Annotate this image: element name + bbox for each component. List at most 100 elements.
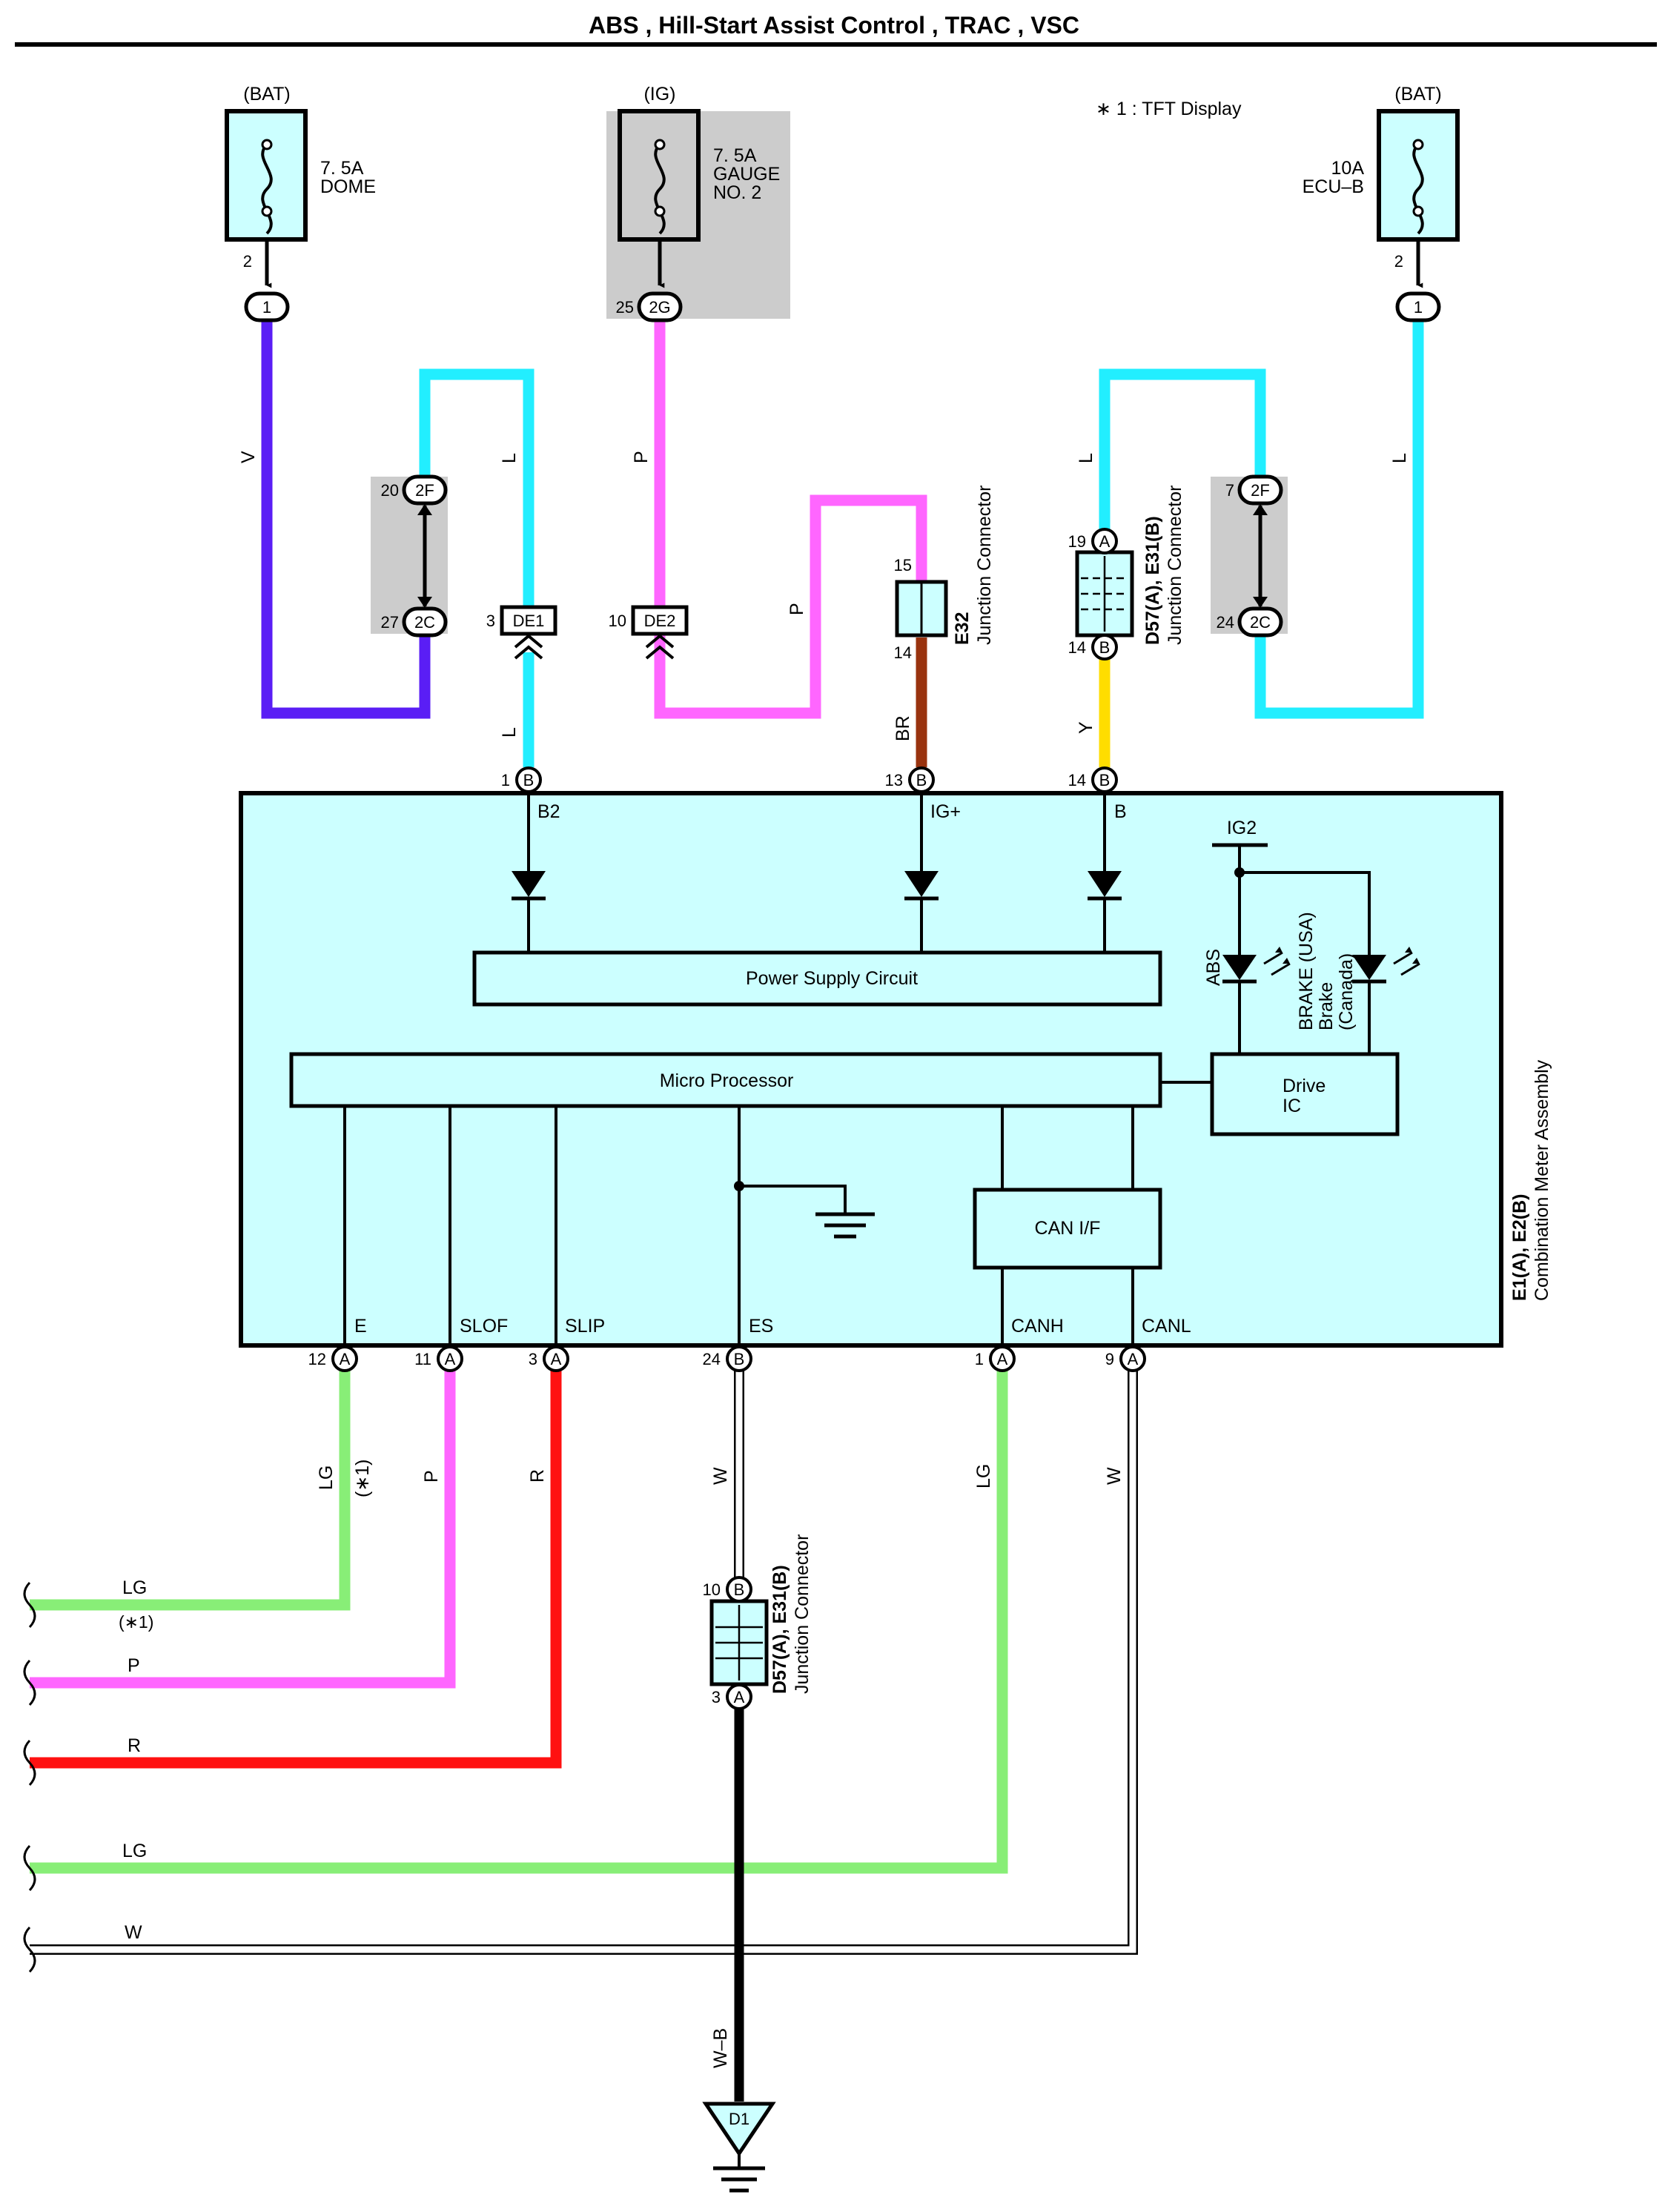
svg-text:9: 9 (1105, 1350, 1114, 1368)
svg-text:14: 14 (1068, 771, 1086, 789)
svg-text:Junction Connector: Junction Connector (792, 1534, 813, 1694)
svg-text:D57(A), E31(B): D57(A), E31(B) (1142, 516, 1163, 645)
svg-text:E32: E32 (952, 612, 973, 645)
svg-text:D57(A), E31(B): D57(A), E31(B) (770, 1565, 790, 1694)
svg-text:19: 19 (1068, 532, 1086, 551)
svg-text:10A: 10A (1331, 158, 1365, 179)
svg-text:P: P (421, 1470, 442, 1483)
connector-de2: DE2 10 (609, 605, 689, 660)
svg-text:A: A (551, 1350, 562, 1368)
svg-text:A: A (445, 1350, 456, 1368)
svg-text:1: 1 (975, 1350, 984, 1368)
svg-text:27: 27 (381, 613, 399, 632)
svg-text:W–B: W–B (710, 2028, 731, 2068)
svg-text:3: 3 (712, 1688, 721, 1706)
svg-text:LG: LG (316, 1466, 337, 1490)
svg-text:Power Supply Circuit: Power Supply Circuit (746, 968, 918, 989)
svg-text:LG: LG (973, 1464, 994, 1489)
svg-text:SLOF: SLOF (460, 1316, 508, 1337)
svg-text:LG: LG (122, 1841, 147, 1861)
svg-text:10: 10 (703, 1580, 721, 1599)
wire-w-canl-outer (30, 1368, 1138, 1955)
svg-text:A: A (1099, 532, 1111, 551)
svg-text:B2: B2 (537, 801, 560, 822)
connector-de1: DE1 3 (486, 605, 557, 660)
svg-text:R: R (527, 1469, 548, 1483)
svg-text:W: W (125, 1922, 142, 1943)
junction-right-2f-2c: 2F 7 2C 24 (1217, 474, 1283, 638)
junction-left-2f-2c: 2F 20 2C 27 (381, 474, 448, 638)
svg-text:(BAT): (BAT) (1394, 84, 1441, 105)
svg-text:1: 1 (1414, 298, 1423, 317)
svg-text:IG+: IG+ (930, 801, 961, 822)
svg-text:7: 7 (1225, 481, 1234, 500)
svg-text:L: L (499, 727, 520, 738)
svg-text:IG2: IG2 (1227, 818, 1257, 838)
svg-text:ABS: ABS (1203, 949, 1224, 986)
svg-text:Brake: Brake (1316, 982, 1337, 1030)
svg-text:P: P (631, 451, 652, 463)
svg-text:A: A (340, 1350, 351, 1368)
tft-note: ∗ 1 : TFT Display (1096, 99, 1242, 119)
svg-text:14: 14 (894, 643, 912, 662)
svg-text:L: L (1389, 453, 1410, 463)
svg-text:CAN I/F: CAN I/F (1035, 1218, 1101, 1239)
svg-text:20: 20 (381, 481, 399, 500)
svg-text:B: B (1099, 771, 1111, 789)
svg-text:3: 3 (486, 612, 495, 630)
wire-r-slip (30, 1368, 562, 1769)
svg-text:(∗1): (∗1) (119, 1612, 153, 1632)
svg-text:DOME: DOME (320, 176, 376, 197)
svg-text:2: 2 (1394, 252, 1403, 271)
wire-w-canl-inner (30, 1368, 1136, 1953)
svg-text:B: B (734, 1350, 745, 1368)
svg-text:13: 13 (885, 771, 903, 789)
svg-text:(∗1): (∗1) (352, 1459, 373, 1497)
svg-text:L: L (1076, 453, 1096, 463)
svg-text:2C: 2C (1250, 613, 1271, 632)
svg-text:E1(A), E2(B): E1(A), E2(B) (1509, 1194, 1530, 1301)
svg-text:LG: LG (122, 1577, 147, 1598)
svg-text:24: 24 (703, 1350, 721, 1368)
svg-text:24: 24 (1217, 613, 1234, 632)
svg-text:P: P (128, 1655, 140, 1676)
svg-text:A: A (1128, 1350, 1139, 1368)
svg-text:1: 1 (501, 771, 510, 789)
svg-text:W: W (1104, 1467, 1125, 1485)
fuse-dome: (BAT) 7. 5A DOME 2 1 (225, 84, 376, 322)
meter-bottom-terminals: A 12 A 11 A 3 B 24 A 1 A 9 (308, 1345, 1146, 1372)
wire-break-marks (23, 1581, 36, 1973)
svg-text:25: 25 (616, 298, 634, 317)
junction-e32: 15 14 E32 Junction Connector (894, 486, 995, 662)
junction-d57-bottom: B 10 A 3 D57(A), E31(B) Junction Connect… (703, 1534, 813, 1710)
fuse-gauge: (IG) 7. 5A GAUGE NO. 2 2G 25 (616, 84, 780, 322)
wire-l-d57 (1099, 368, 1266, 532)
wire-l-ecub (1254, 315, 1424, 719)
svg-text:ES: ES (749, 1316, 773, 1337)
svg-text:L: L (499, 453, 520, 463)
svg-text:Junction Connector: Junction Connector (1165, 486, 1185, 645)
svg-text:15: 15 (894, 556, 912, 574)
svg-text:(IG): (IG) (643, 84, 675, 105)
svg-text:B: B (734, 1580, 745, 1599)
svg-text:Micro Processor: Micro Processor (660, 1070, 794, 1091)
svg-text:CANH: CANH (1011, 1316, 1064, 1337)
svg-text:(BAT): (BAT) (243, 84, 290, 105)
svg-text:7. 5A: 7. 5A (713, 145, 757, 166)
svg-text:V: V (238, 451, 259, 463)
svg-text:(Canada): (Canada) (1336, 953, 1357, 1030)
svg-text:Junction Connector: Junction Connector (974, 486, 995, 645)
svg-text:ECU–B: ECU–B (1303, 176, 1364, 197)
svg-text:BR: BR (893, 715, 913, 741)
svg-text:A: A (734, 1688, 745, 1706)
wire-lg-e (30, 1368, 351, 1611)
svg-text:SLIP: SLIP (565, 1316, 605, 1337)
wire-labels: V L L P P BR L Y L LG (∗1) P R W LG W W–… (119, 451, 1410, 2068)
svg-text:D1: D1 (729, 2110, 749, 2128)
svg-text:B: B (523, 771, 535, 789)
svg-text:11: 11 (414, 1350, 431, 1368)
fuse-ecub: (BAT) 10A ECU–B 2 1 (1303, 84, 1460, 322)
svg-text:DE2: DE2 (644, 612, 676, 630)
svg-text:Combination Meter Assembly: Combination Meter Assembly (1532, 1059, 1552, 1301)
